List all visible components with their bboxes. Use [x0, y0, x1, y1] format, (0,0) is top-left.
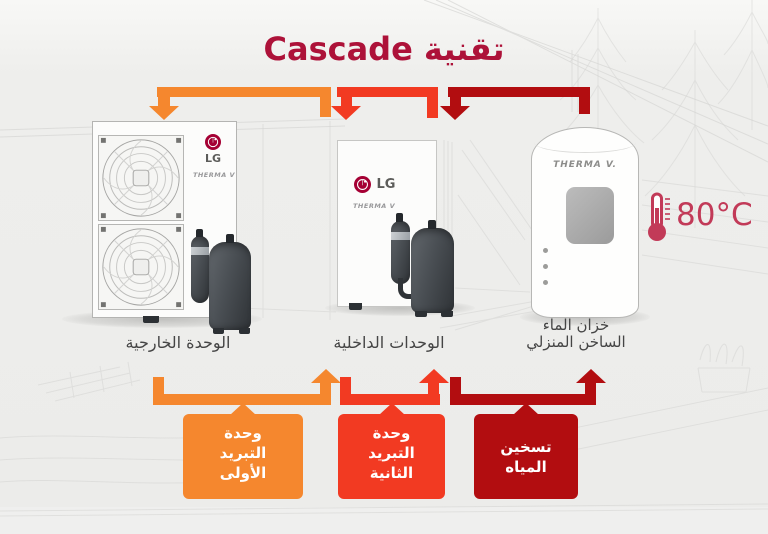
- therma-v-wordmark: THERMA V.: [553, 160, 617, 170]
- arrow-stem: [320, 381, 331, 395]
- tank-label-line2: الساخن المنزلي: [526, 333, 626, 351]
- connecting-pipe: [398, 278, 419, 299]
- step-box-second-cooling: وحدة التبريد الثانية: [338, 403, 445, 499]
- arrow-stem: [158, 96, 170, 107]
- indicator-dot: [543, 264, 548, 269]
- arrow-stem: [427, 96, 438, 118]
- arrow-stem: [579, 96, 590, 114]
- arrow-bar: [448, 87, 590, 97]
- indicator-dot: [543, 248, 548, 253]
- cylinder-band: [391, 232, 410, 240]
- tank-label-line1: خزان الماء: [542, 316, 610, 334]
- step-line: الثانية: [369, 464, 414, 482]
- cylinder-valve: [226, 234, 234, 243]
- arrow-up-icon: [576, 369, 606, 383]
- arrow-down-icon: [331, 106, 361, 120]
- step-box-first-cooling: وحدة التبريد الأولى: [183, 403, 303, 499]
- step-line: الأولى: [219, 464, 267, 482]
- page-title: تقنية Cascade: [263, 30, 505, 68]
- cylinder-band: [191, 247, 209, 255]
- arrow-stem: [341, 96, 352, 107]
- arrow-stem: [585, 381, 596, 395]
- cylinder-valve: [428, 220, 436, 229]
- lg-logo-icon: [205, 134, 221, 150]
- cylinder-valve: [396, 213, 403, 222]
- indoor-unit-label: الوحدات الداخلية: [333, 333, 445, 352]
- lg-logo-icon: [354, 176, 371, 193]
- arrow-stem: [153, 377, 164, 405]
- arrow-stem: [340, 377, 351, 405]
- arrow-down-icon: [440, 106, 470, 120]
- unit-foot: [349, 303, 362, 310]
- arrow-bar: [340, 394, 440, 405]
- therma-v-wordmark: THERMA V: [192, 171, 236, 179]
- step-line: التبريد: [368, 444, 415, 462]
- arrow-stem: [450, 96, 461, 107]
- step-box-water-heating: تسخين المياه: [474, 403, 578, 499]
- compressor-cylinder: [209, 242, 251, 330]
- callout-arrow-icon: [378, 403, 405, 415]
- arrow-stem: [450, 377, 461, 405]
- step-line: وحدة: [372, 424, 411, 442]
- indicator-dot: [543, 280, 548, 285]
- unit-foot: [143, 316, 159, 323]
- compressor-cylinder: [411, 228, 454, 313]
- thermometer-icon: [648, 192, 670, 241]
- arrow-bar: [450, 394, 596, 405]
- cylinder-foot: [239, 328, 250, 334]
- arrow-down-icon: [149, 106, 179, 120]
- arrow-stem: [320, 96, 331, 117]
- step-line: تسخين: [500, 437, 552, 456]
- callout-arrow-icon: [513, 403, 539, 415]
- arrow-bar: [157, 87, 331, 97]
- fan-icon: [98, 224, 184, 310]
- cylinder-foot: [415, 311, 427, 317]
- lg-wordmark: LG: [376, 177, 396, 192]
- arrow-up-icon: [419, 369, 449, 383]
- therma-v-wordmark: THERMA V: [353, 202, 396, 210]
- step-line: المياه: [505, 457, 547, 476]
- tank-seam: [534, 132, 636, 153]
- cylinder-foot: [213, 328, 224, 334]
- arrow-bar: [153, 394, 331, 405]
- receiver-cylinder: [391, 221, 410, 284]
- fan-icon: [98, 135, 184, 221]
- arrow-stem: [428, 381, 439, 395]
- lg-wordmark: LG: [204, 152, 222, 165]
- control-panel: [566, 187, 614, 244]
- arrow-bar: [337, 87, 438, 97]
- tank-label: خزان الماء الساخن المنزلي: [466, 317, 686, 351]
- outdoor-unit-label: الوحدة الخارجية: [125, 333, 231, 352]
- cylinder-foot: [441, 311, 453, 317]
- step-line: وحدة: [224, 424, 262, 442]
- step-line: التبريد: [219, 444, 267, 462]
- arrow-up-icon: [311, 369, 341, 383]
- callout-arrow-icon: [230, 403, 256, 415]
- cylinder-valve: [196, 229, 203, 237]
- temperature-value: 80°C: [676, 197, 753, 233]
